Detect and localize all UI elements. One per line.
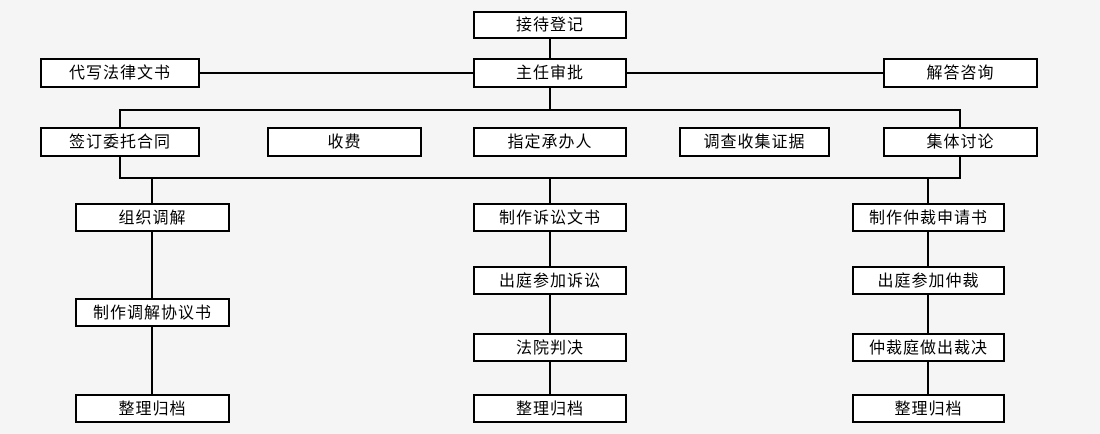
node-archive-filing-center: 整理归档 [473, 394, 627, 423]
connector-bus-line [119, 177, 961, 179]
node-label: 接待登记 [515, 15, 584, 34]
node-label: 指定承办人 [507, 132, 593, 151]
node-label: 解答咨询 [926, 63, 995, 82]
connector-bus-line [119, 109, 961, 111]
connector-line [927, 231, 929, 267]
connector-line [119, 156, 121, 178]
node-label: 整理归档 [515, 398, 584, 418]
node-label: 整理归档 [894, 398, 963, 418]
connector-line [151, 177, 153, 204]
node-group-discussion: 集体讨论 [883, 127, 1038, 157]
node-draft-mediation-agreement: 制作调解协议书 [75, 298, 230, 327]
node-assign-case-handler: 指定承办人 [473, 127, 627, 157]
node-draft-litigation-documents: 制作诉讼文书 [473, 203, 627, 232]
node-investigate-collect-evidence: 调查收集证据 [679, 127, 830, 157]
connector-line [549, 361, 551, 395]
connector-line [927, 294, 929, 334]
connector-line [549, 177, 551, 204]
connector-line [927, 361, 929, 395]
connector-line [959, 109, 961, 128]
node-attend-court-litigation: 出庭参加诉讼 [473, 266, 627, 295]
node-court-judgment: 法院判决 [473, 333, 627, 362]
connector-line [549, 231, 551, 267]
node-attend-arbitration: 出庭参加仲裁 [852, 266, 1005, 295]
node-charge-fees: 收费 [267, 127, 422, 157]
node-label: 签订委托合同 [68, 132, 171, 151]
node-label: 整理归档 [118, 398, 187, 418]
node-director-approval: 主任审批 [473, 58, 627, 88]
node-archive-filing-left: 整理归档 [75, 394, 230, 423]
node-reception-registration: 接待登记 [473, 11, 627, 39]
node-sign-entrustment-contract: 签订委托合同 [40, 127, 200, 157]
node-label: 主任审批 [515, 63, 584, 82]
connector-line [927, 177, 929, 204]
connector-line [200, 72, 473, 74]
node-label: 组织调解 [118, 207, 187, 227]
connector-line [549, 294, 551, 334]
connector-line [119, 109, 121, 128]
connector-line [151, 326, 153, 395]
node-organize-mediation: 组织调解 [75, 203, 230, 232]
connector-line [627, 72, 883, 74]
connector-line [549, 38, 551, 59]
node-label: 出庭参加仲裁 [877, 270, 980, 290]
node-label: 集体讨论 [926, 132, 995, 151]
node-label: 制作诉讼文书 [498, 207, 601, 227]
node-label: 出庭参加诉讼 [498, 270, 601, 290]
node-answer-consultations: 解答咨询 [883, 58, 1038, 88]
node-label: 仲裁庭做出裁决 [868, 337, 988, 357]
node-arbitration-tribunal-ruling: 仲裁庭做出裁决 [852, 333, 1005, 362]
connector-line [549, 87, 551, 110]
node-archive-filing-right: 整理归档 [852, 394, 1005, 423]
node-label: 代写法律文书 [68, 63, 171, 82]
node-draft-arbitration-application: 制作仲裁申请书 [852, 203, 1005, 232]
node-draft-legal-documents: 代写法律文书 [40, 58, 200, 88]
connector-line [959, 156, 961, 178]
node-label: 制作仲裁申请书 [868, 207, 988, 227]
node-label: 收费 [327, 132, 362, 151]
node-label: 法院判决 [515, 337, 584, 357]
node-label: 调查收集证据 [703, 132, 806, 151]
connector-line [151, 231, 153, 299]
node-label: 制作调解协议书 [92, 302, 212, 322]
